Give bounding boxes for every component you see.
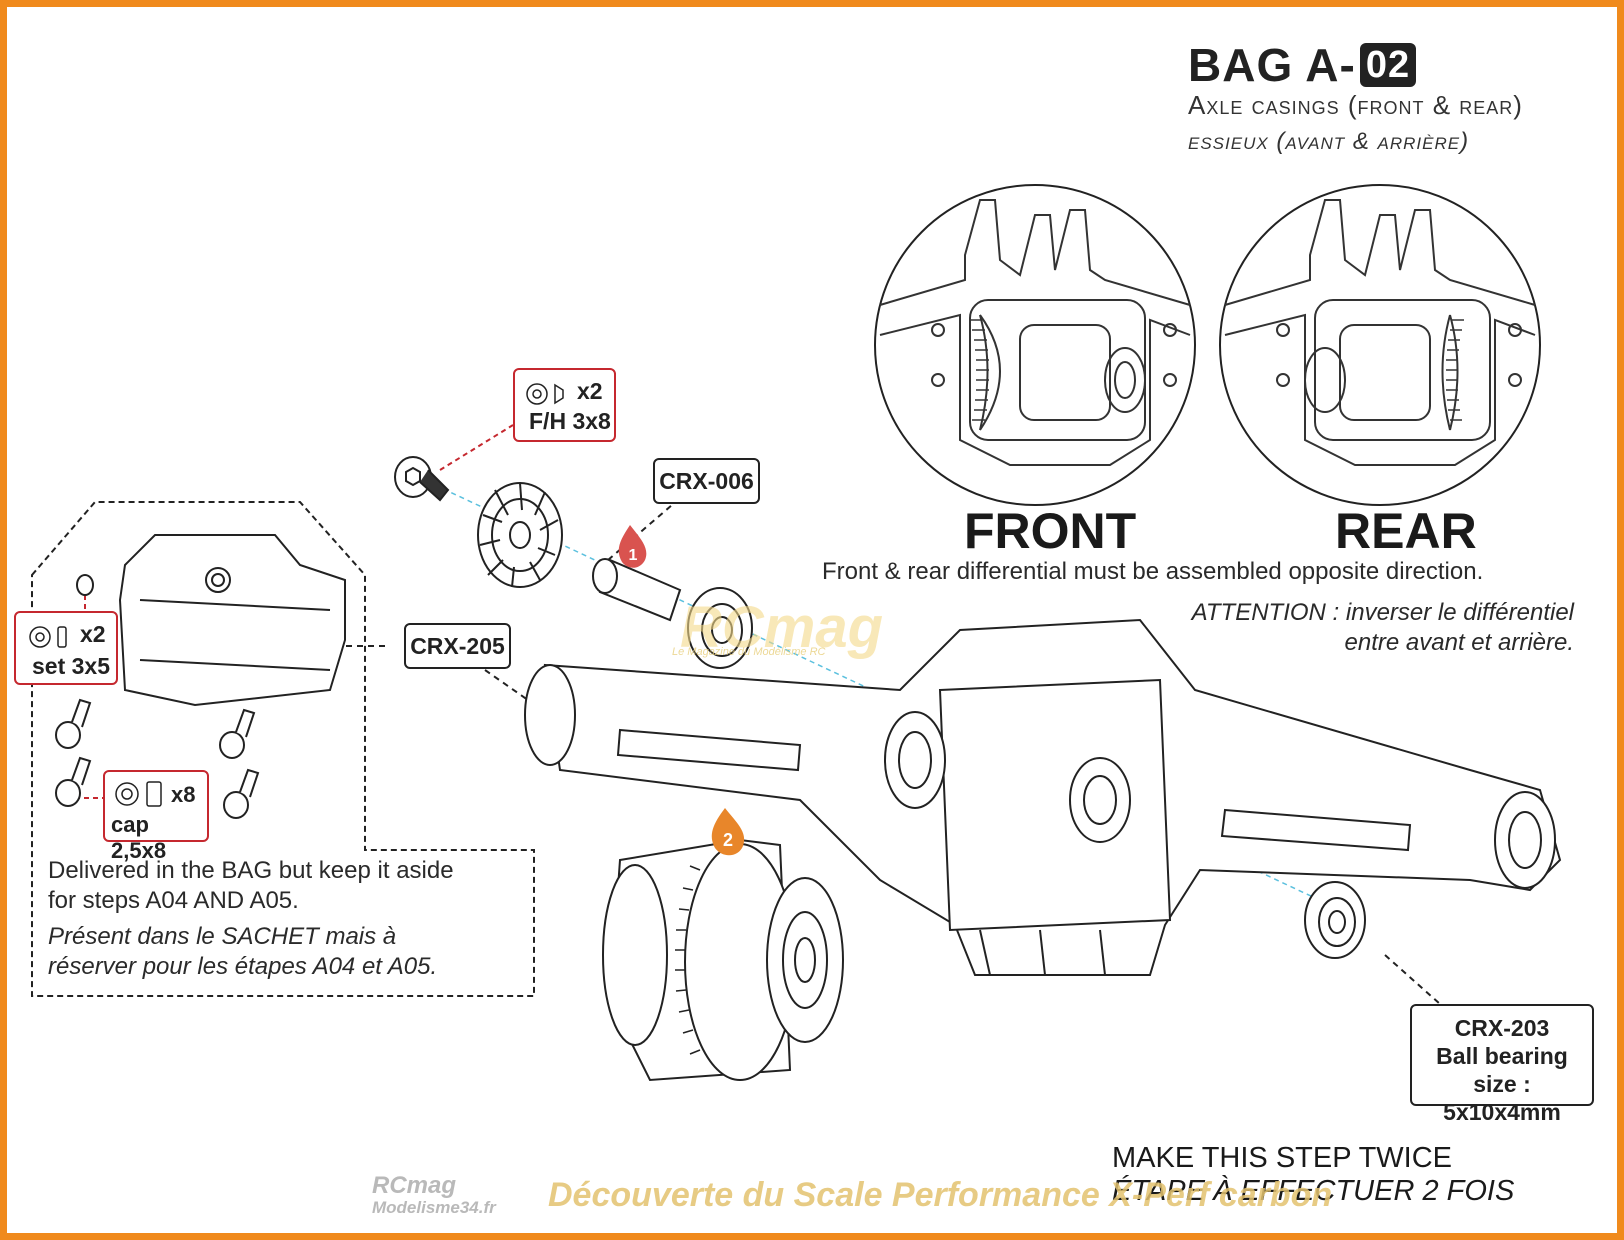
axle-housing	[524, 618, 1562, 976]
lower-bearing	[1304, 881, 1366, 959]
repeat-note-en: MAKE THIS STEP TWICE	[1112, 1142, 1453, 1174]
direction-note-en: Front & rear differential must be assemb…	[822, 558, 1484, 585]
footer-logo-top: RCmag	[372, 1172, 457, 1199]
set-screw-icon	[29, 626, 67, 648]
bag-number-badge: 02	[1359, 43, 1417, 87]
set-screw-qty: x2	[80, 621, 106, 647]
footer-caption: Découverte du Scale Performance X-Perf c…	[548, 1176, 1333, 1214]
repeat-note: MAKE THIS STEP TWICE ÉTAPE À EFFECTUER 2…	[1112, 1142, 1514, 1208]
upper-bearing	[687, 587, 753, 669]
fh-screw-callout: x2 F/H 3x8	[513, 368, 616, 442]
cap-screw-size: cap 2,5x8	[111, 812, 167, 863]
bag-note-fr-1: Présent dans le SACHET mais à	[48, 923, 397, 950]
gear-part-label: CRX-006	[653, 458, 760, 504]
fh-screw-size: F/H 3x8	[529, 408, 611, 434]
rear-detail-circle	[1219, 184, 1541, 506]
fh-screw	[394, 456, 450, 502]
differential-assembly	[602, 838, 844, 1082]
step-2-marker: 2	[711, 808, 745, 856]
direction-note-fr: ATTENTION : inverser le différentiel ent…	[1191, 599, 1574, 656]
housing-part-label: CRX-205	[404, 623, 511, 669]
ring-gear-teeth	[675, 865, 701, 1055]
bag-note-en-1: Delivered in the BAG but keep it aside	[48, 857, 454, 884]
repeat-note-fr: ÉTAPE À EFFECTUER 2 FOIS	[1112, 1175, 1515, 1207]
bag-note-en-2: for steps A04 AND A05.	[48, 887, 299, 914]
svg-text:1: 1	[629, 547, 638, 564]
footer-logo-bottom: Modelisme34.fr	[372, 1198, 496, 1217]
front-detail-circle	[874, 184, 1196, 506]
set-screw-size: set 3x5	[32, 653, 111, 679]
fh-screw-qty: x2	[577, 378, 603, 404]
bag-note-fr-2: réserver pour les étapes A04 et A05.	[48, 953, 438, 980]
bearing-desc-line1: Ball bearing size :	[1436, 1043, 1568, 1097]
set-screw	[76, 574, 94, 596]
cap-screw-4	[223, 768, 260, 819]
cap-screw-callout: x8 cap 2,5x8	[103, 770, 209, 863]
step-1-marker: 1	[618, 525, 647, 568]
watermark-tagline: Le Magazine du Modélisme RC	[672, 646, 826, 658]
footer-logo: RCmag Modelisme34.fr	[372, 1172, 496, 1219]
subtitle-en: Axle casings (front & rear)	[1188, 90, 1523, 120]
cap-screw-1	[55, 698, 92, 749]
bearing-desc-line2: 5x10x4mm	[1443, 1099, 1561, 1125]
subtitle-fr: essieux (avant & arrière)	[1188, 128, 1470, 155]
cap-screw-icon	[115, 781, 162, 807]
cap-screw-2	[219, 708, 256, 759]
diff-cover	[118, 534, 346, 707]
bag-contents-outline	[31, 501, 535, 997]
front-label: FRONT	[964, 503, 1137, 559]
pinion-shaft	[592, 558, 682, 622]
cap-screw-qty: x8	[171, 782, 196, 807]
bearing-code: CRX-203	[1454, 1015, 1550, 1041]
svg-text:2: 2	[723, 830, 733, 850]
rear-label: REAR	[1335, 503, 1477, 559]
watermark-logo: RCmag	[680, 595, 884, 660]
detail-views	[874, 184, 1541, 506]
pinion-gear	[477, 482, 563, 588]
bearing-part-label: CRX-203 Ball bearing size : 5x10x4mm	[1410, 1004, 1594, 1125]
page-title: BAG A-02	[1188, 38, 1417, 92]
fh-screw-icon	[526, 383, 564, 405]
cap-screw-3	[55, 756, 92, 807]
set-screw-callout: x2 set 3x5	[14, 611, 118, 685]
bag-note: Delivered in the BAG but keep it aside f…	[48, 856, 454, 982]
